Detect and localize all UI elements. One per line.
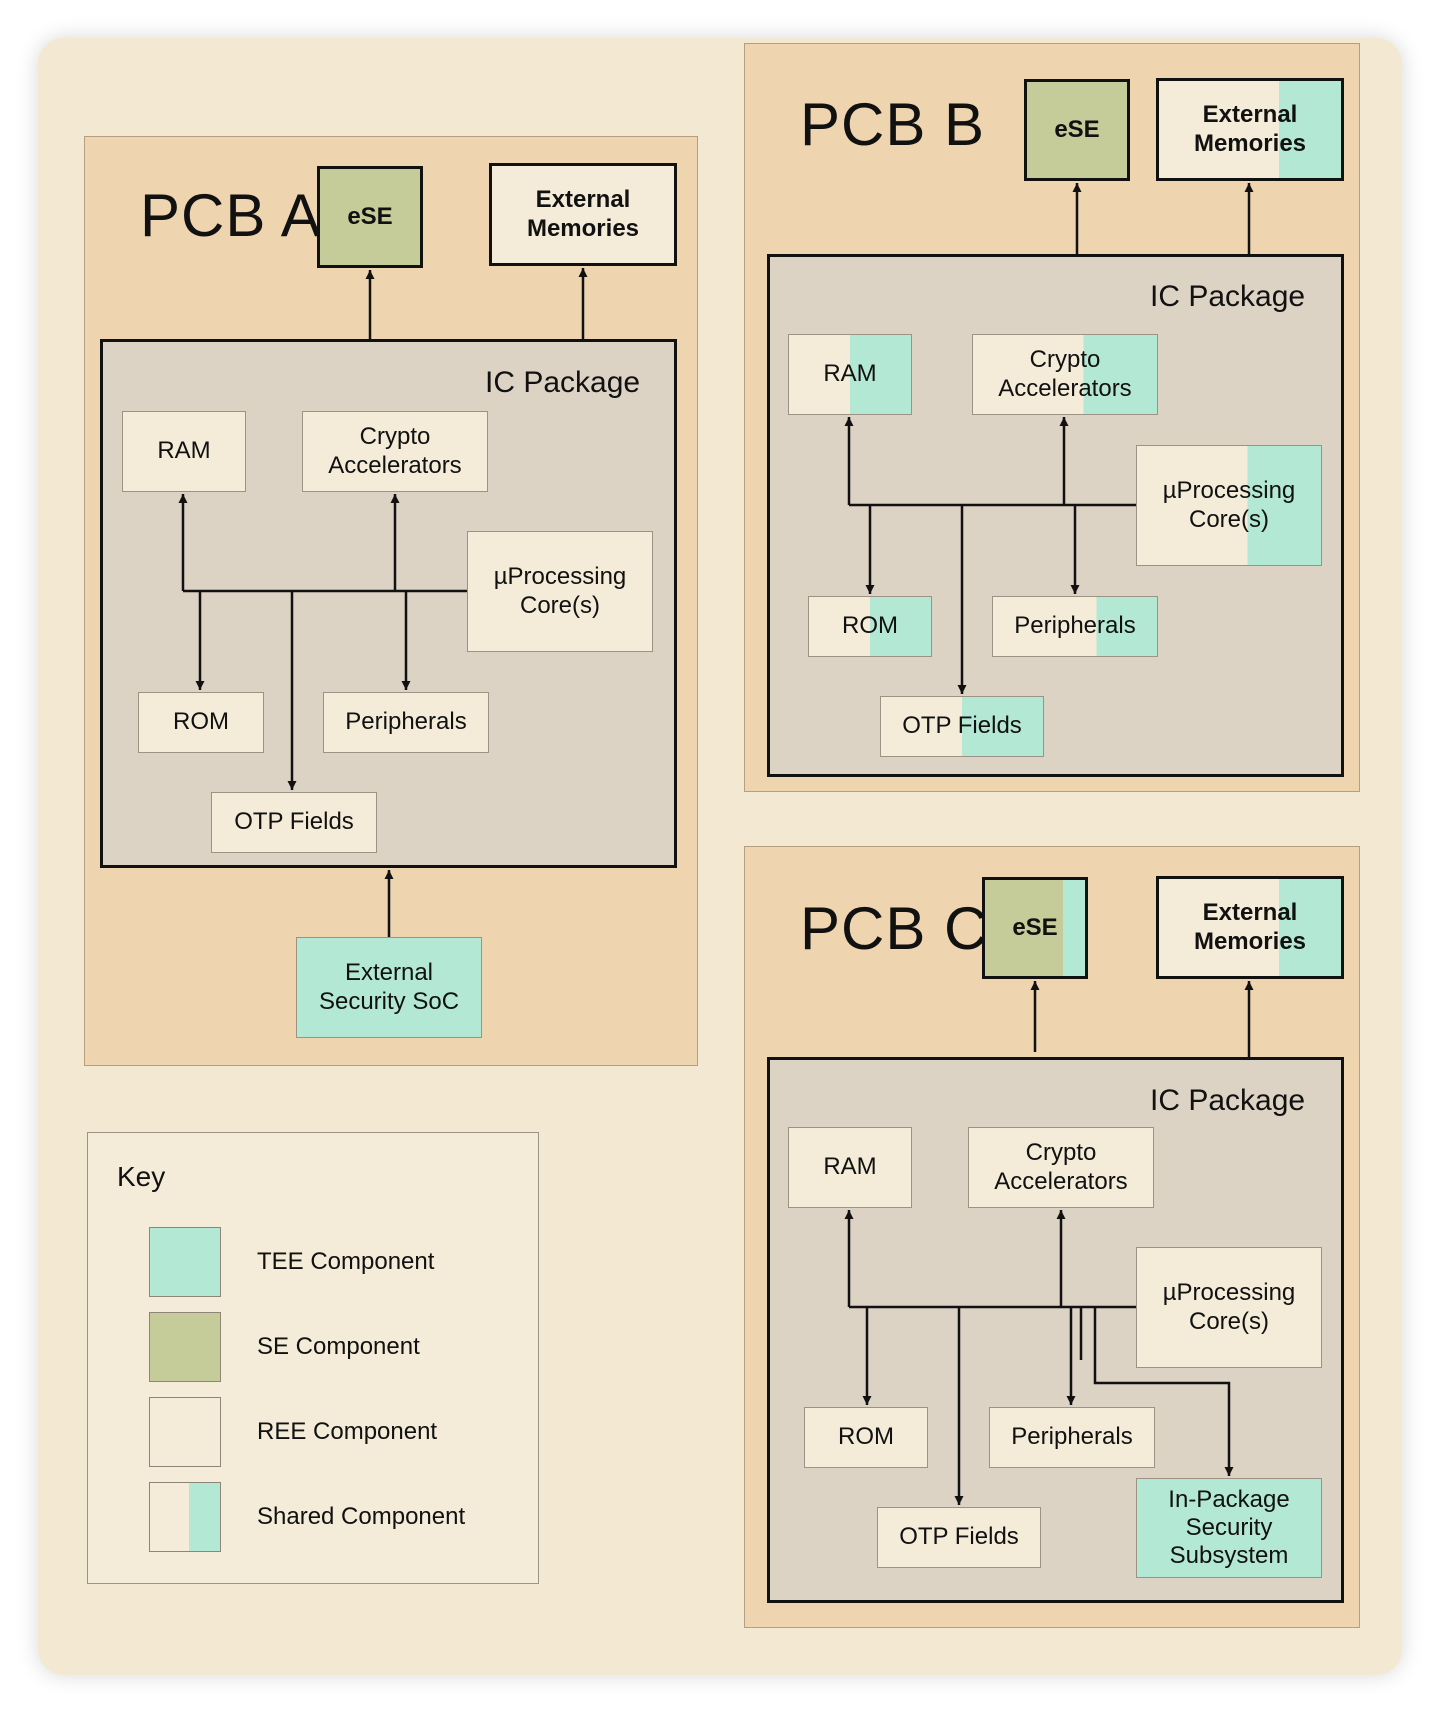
pcb-c-link-in-package: [1093, 1307, 1234, 1476]
pcb-b-rom[interactable]: ROM: [808, 596, 932, 657]
pcb-c-ese[interactable]: eSE: [982, 877, 1088, 979]
pcb-b-external-memories[interactable]: External Memories: [1156, 78, 1344, 181]
pcb-c-peripherals[interactable]: Peripherals: [989, 1407, 1155, 1468]
pcb-c-otp-fields[interactable]: OTP Fields: [877, 1507, 1041, 1568]
pcb-b-crypto-accelerators[interactable]: Crypto Accelerators: [972, 334, 1158, 415]
legend-key: Key TEE Component SE Component REE Compo…: [87, 1132, 539, 1584]
legend-label-shared: Shared Component: [257, 1503, 466, 1530]
pcb-b-otp-fields[interactable]: OTP Fields: [880, 696, 1044, 757]
pcb-a-crypto-accelerators[interactable]: Crypto Accelerators: [302, 411, 488, 492]
pcb-a-peripherals[interactable]: Peripherals: [323, 692, 489, 753]
legend-label-se: SE Component: [257, 1333, 420, 1360]
pcb-a-ram[interactable]: RAM: [122, 411, 246, 492]
legend-swatch-se: [149, 1312, 221, 1382]
pcb-c-title: PCB C: [800, 895, 989, 962]
pcb-a-rom[interactable]: ROM: [138, 692, 264, 753]
pcb-c-crypto-accelerators[interactable]: Crypto Accelerators: [968, 1127, 1154, 1208]
pcb-b-peripherals[interactable]: Peripherals: [992, 596, 1158, 657]
pcb-a-external-security-soc[interactable]: External Security SoC: [296, 937, 482, 1038]
pcb-b-ram[interactable]: RAM: [788, 334, 912, 415]
pcb-a-otp-fields[interactable]: OTP Fields: [211, 792, 377, 853]
pcb-b-ic-package-label: IC Package: [1150, 280, 1306, 313]
pcb-a-ese[interactable]: eSE: [317, 166, 423, 268]
pcb-c-external-memories[interactable]: External Memories: [1156, 876, 1344, 979]
legend-label-ree: REE Component: [257, 1418, 438, 1445]
pcb-c-rom[interactable]: ROM: [804, 1407, 928, 1468]
pcb-a-processing-core[interactable]: µProcessing Core(s): [467, 531, 653, 652]
legend-swatch-ree: [149, 1397, 221, 1467]
pcb-c-ram[interactable]: RAM: [788, 1127, 912, 1208]
pcb-c-ic-package-label: IC Package: [1150, 1084, 1306, 1117]
pcb-a-title: PCB A: [140, 182, 322, 249]
legend-title: Key: [117, 1161, 166, 1192]
pcb-b-title: PCB B: [800, 91, 986, 158]
legend-swatch-tee: [149, 1227, 221, 1297]
legend-label-tee: TEE Component: [257, 1248, 435, 1275]
pcb-c-in-package-security-subsystem[interactable]: In-Package Security Subsystem: [1136, 1478, 1322, 1578]
legend-swatch-shared: [149, 1482, 221, 1552]
pcb-b-ese[interactable]: eSE: [1024, 79, 1130, 181]
pcb-a-external-memories[interactable]: External Memories: [489, 163, 677, 266]
pcb-a-ic-package-label: IC Package: [485, 366, 641, 399]
pcb-c-processing-core[interactable]: µProcessing Core(s): [1136, 1247, 1322, 1368]
pcb-b-processing-core[interactable]: µProcessing Core(s): [1136, 445, 1322, 566]
